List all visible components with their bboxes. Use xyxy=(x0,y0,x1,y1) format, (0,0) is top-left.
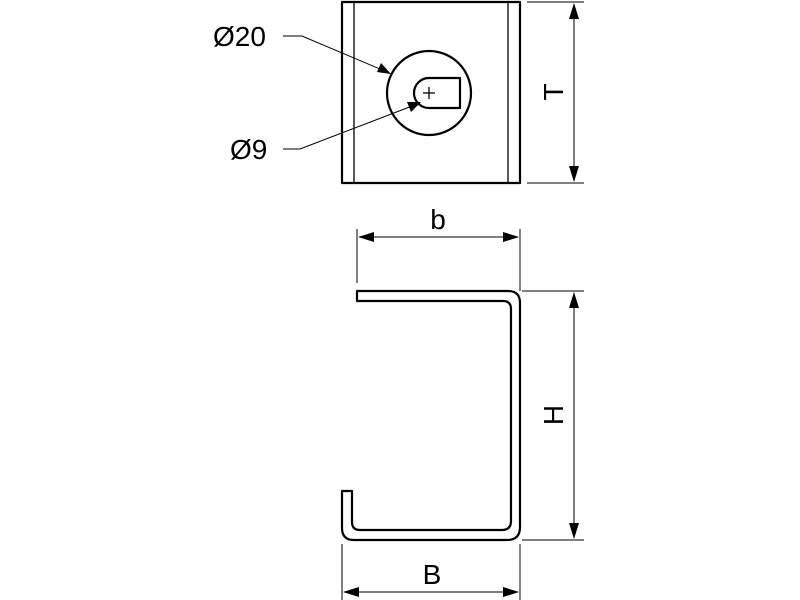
inner-width-arrow-right xyxy=(503,232,519,242)
clip-profile xyxy=(340,289,522,542)
outer-width-arrow-right xyxy=(503,587,519,597)
keyhole-slot xyxy=(412,76,462,110)
outer-diameter-leader xyxy=(283,35,388,73)
thickness-arrow-top xyxy=(569,3,579,19)
outer-diameter-label: Ø20 xyxy=(213,21,266,52)
thickness-arrow-bottom xyxy=(569,166,579,182)
side-view: b H B xyxy=(340,204,584,600)
inner-width-label: b xyxy=(430,204,446,235)
height-arrow-top xyxy=(569,292,579,308)
height-arrow-bottom xyxy=(569,523,579,539)
thickness-label: T xyxy=(538,83,569,100)
outer-width-label: B xyxy=(423,559,442,590)
outer-width-arrow-left xyxy=(343,587,359,597)
slot-diameter-leader xyxy=(283,102,421,150)
slot-diameter-label: Ø9 xyxy=(230,134,267,165)
inner-width-arrow-left xyxy=(358,232,374,242)
outer-hole-circle xyxy=(385,49,473,137)
height-label: H xyxy=(538,405,569,425)
outer-diameter-arrow xyxy=(377,63,391,74)
slot-diameter-arrow xyxy=(407,102,421,112)
top-view: Ø20 Ø9 T xyxy=(213,0,584,185)
top-view-plate xyxy=(340,0,522,185)
